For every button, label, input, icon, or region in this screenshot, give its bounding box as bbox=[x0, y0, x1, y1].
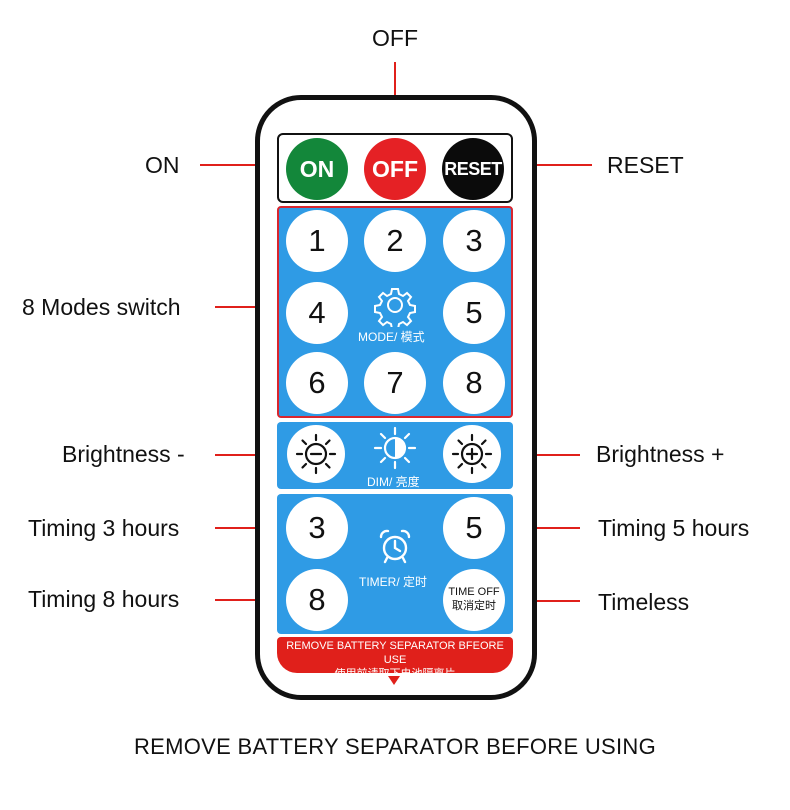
off-callout-label: OFF bbox=[372, 25, 418, 51]
brightness-plus-callout-label: Brightness + bbox=[596, 441, 725, 467]
timer-5-button[interactable]: 5 bbox=[443, 497, 505, 559]
brightness-minus-icon bbox=[295, 433, 337, 475]
mode-button-6[interactable]: 6 bbox=[286, 352, 348, 414]
time-off-label-en: TIME OFF bbox=[448, 586, 500, 599]
on-callout-label: ON bbox=[145, 152, 180, 178]
on-callout-line bbox=[200, 164, 288, 166]
modes-callout-label: 8 Modes switch bbox=[22, 294, 181, 320]
timing8-callout-label: Timing 8 hours bbox=[28, 586, 180, 612]
brightness-plus-icon bbox=[451, 433, 493, 475]
battery-warning-strip: REMOVE BATTERY SEPARATOR BFEORE USE 使用前请… bbox=[277, 637, 513, 680]
off-button[interactable]: OFF bbox=[364, 138, 426, 200]
time-off-label-cn: 取消定时 bbox=[452, 600, 496, 612]
reset-button[interactable]: RESET bbox=[442, 138, 504, 200]
timing5-callout-label: Timing 5 hours bbox=[598, 515, 750, 541]
mode-button-3[interactable]: 3 bbox=[443, 210, 505, 272]
mode-button-1[interactable]: 1 bbox=[286, 210, 348, 272]
timeless-callout-label: Timeless bbox=[598, 589, 690, 615]
time-off-button[interactable]: TIME OFF 取消定时 bbox=[443, 569, 505, 631]
reset-callout-label: RESET bbox=[607, 152, 684, 178]
timing8-callout-line bbox=[215, 599, 291, 601]
half-sun-icon bbox=[373, 426, 417, 470]
timing5-callout-line bbox=[500, 527, 580, 529]
alarm-clock-icon bbox=[379, 529, 411, 564]
timing3-callout-line bbox=[215, 527, 291, 529]
timer-3-button[interactable]: 3 bbox=[286, 497, 348, 559]
gear-icon bbox=[374, 288, 416, 327]
mode-button-4[interactable]: 4 bbox=[286, 282, 348, 344]
reset-callout-line bbox=[502, 164, 592, 166]
mode-button-8[interactable]: 8 bbox=[443, 352, 505, 414]
mode-label: MODE/ 模式 bbox=[358, 330, 425, 344]
brightness-plus-button[interactable] bbox=[443, 425, 501, 483]
dim-label: DIM/ 亮度 bbox=[367, 475, 420, 489]
modes-callout-line bbox=[215, 306, 279, 308]
on-button[interactable]: ON bbox=[286, 138, 348, 200]
brightness-minus-callout-line bbox=[215, 454, 291, 456]
down-arrow-icon bbox=[388, 676, 400, 685]
timer-label: TIMER/ 定时 bbox=[359, 575, 427, 589]
mode-button-7[interactable]: 7 bbox=[364, 352, 426, 414]
brightness-minus-button[interactable] bbox=[287, 425, 345, 483]
brightness-minus-callout-label: Brightness - bbox=[62, 441, 185, 467]
timer-8-button[interactable]: 8 bbox=[286, 569, 348, 631]
brightness-plus-callout-line bbox=[500, 454, 580, 456]
mode-button-2[interactable]: 2 bbox=[364, 210, 426, 272]
mode-button-5[interactable]: 5 bbox=[443, 282, 505, 344]
warning-text-en: REMOVE BATTERY SEPARATOR BFEORE USE bbox=[286, 640, 504, 666]
footer-caption: REMOVE BATTERY SEPARATOR BEFORE USING bbox=[133, 734, 657, 759]
timing3-callout-label: Timing 3 hours bbox=[28, 515, 180, 541]
timeless-callout-line bbox=[500, 600, 580, 602]
warning-text-cn: 使用前请取下电池隔离片 bbox=[334, 667, 456, 680]
